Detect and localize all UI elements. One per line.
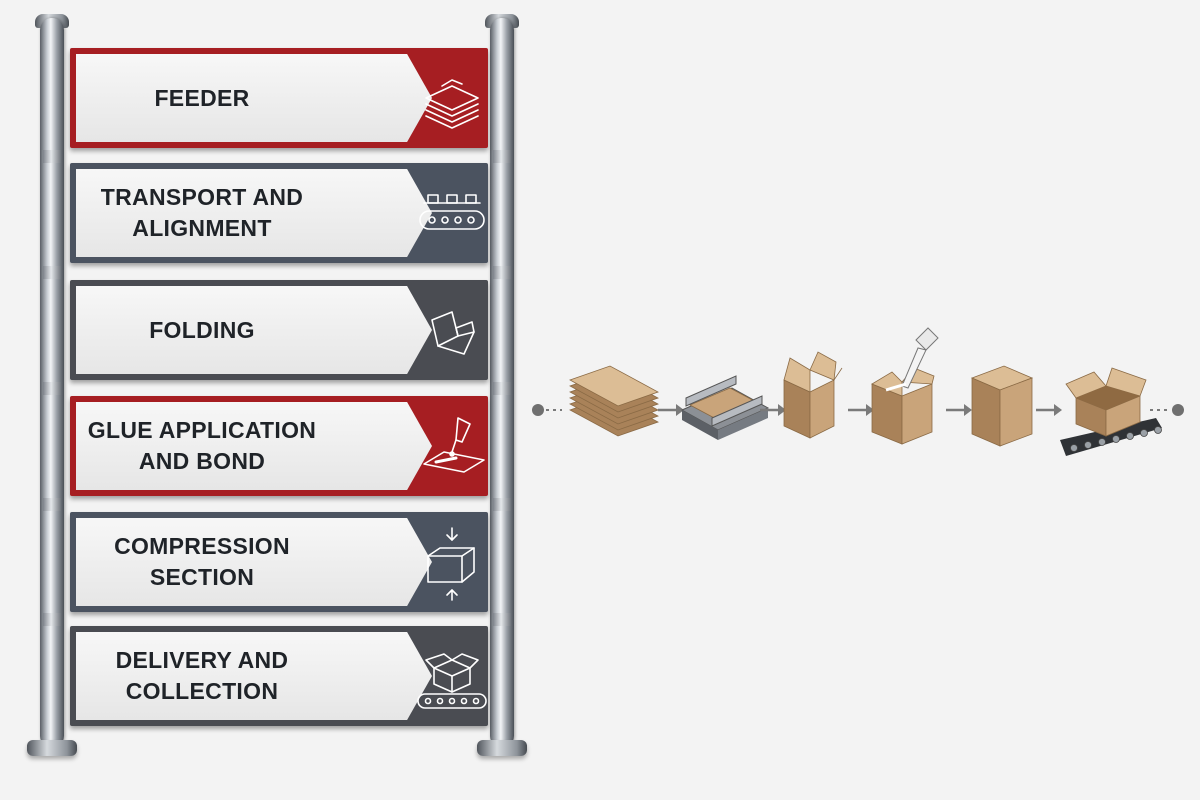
alignment-guide-icon — [680, 375, 770, 440]
stage-label: TRANSPORT AND ALIGNMENT — [100, 184, 304, 241]
flow-arrow — [760, 404, 786, 416]
right-post-base — [477, 740, 527, 756]
sign-label-panel — [76, 518, 432, 606]
conveyor-icon — [419, 175, 485, 251]
box-on-conveyor-icon — [417, 638, 487, 714]
flat-blanks-icon — [569, 365, 659, 437]
stage-label: DELIVERY AND COLLECTION — [115, 647, 289, 704]
folded-box-icon — [783, 351, 843, 439]
left-sign-connector — [43, 498, 61, 511]
sign-label-panel — [76, 54, 432, 142]
right-sign-connector — [493, 150, 511, 163]
stage-sign: COMPRESSION SECTION — [70, 512, 488, 612]
flow-arrow — [658, 404, 684, 416]
flow-arrow — [1036, 404, 1062, 416]
right-sign-connector — [493, 382, 511, 395]
sign-label-panel — [76, 286, 432, 374]
left-sign-connector — [43, 266, 61, 279]
left-post-base — [27, 740, 77, 756]
sign-label-panel — [76, 402, 432, 490]
stage-sign: GLUE APPLICATION AND BOND — [70, 396, 488, 496]
right-sign-connector — [493, 266, 511, 279]
stage-sign: TRANSPORT AND ALIGNMENT — [70, 163, 488, 263]
flow-arrow — [848, 404, 874, 416]
stage-sign: FEEDER — [70, 48, 488, 148]
compression-box-icon — [427, 524, 480, 601]
glue-box-icon — [871, 327, 939, 445]
right-sign-connector — [493, 613, 511, 626]
left-sign-connector — [43, 150, 61, 163]
stacked-sheets-icon — [425, 60, 480, 136]
flow-start-marker — [532, 404, 562, 416]
closed-box-icon — [970, 365, 1034, 447]
left-sign-connector — [43, 382, 61, 395]
stage-sign: FOLDING — [70, 280, 488, 380]
right-sign-connector — [493, 498, 511, 511]
glue-applicator-icon — [423, 408, 485, 484]
folding-box-icon — [431, 292, 480, 368]
stage-sign: DELIVERY AND COLLECTION — [70, 626, 488, 726]
stage-label: COMPRESSION SECTION — [114, 533, 290, 590]
flow-arrow — [946, 404, 972, 416]
box-on-conveyor-icon — [1060, 367, 1162, 456]
stage-label: FOLDING — [149, 316, 255, 343]
flow-end-marker — [1150, 404, 1184, 416]
stage-label: GLUE APPLICATION AND BOND — [87, 417, 317, 474]
left-sign-connector — [43, 613, 61, 626]
sign-label-panel — [76, 169, 432, 257]
stage-label: FEEDER — [154, 84, 250, 111]
sign-label-panel — [76, 632, 432, 720]
